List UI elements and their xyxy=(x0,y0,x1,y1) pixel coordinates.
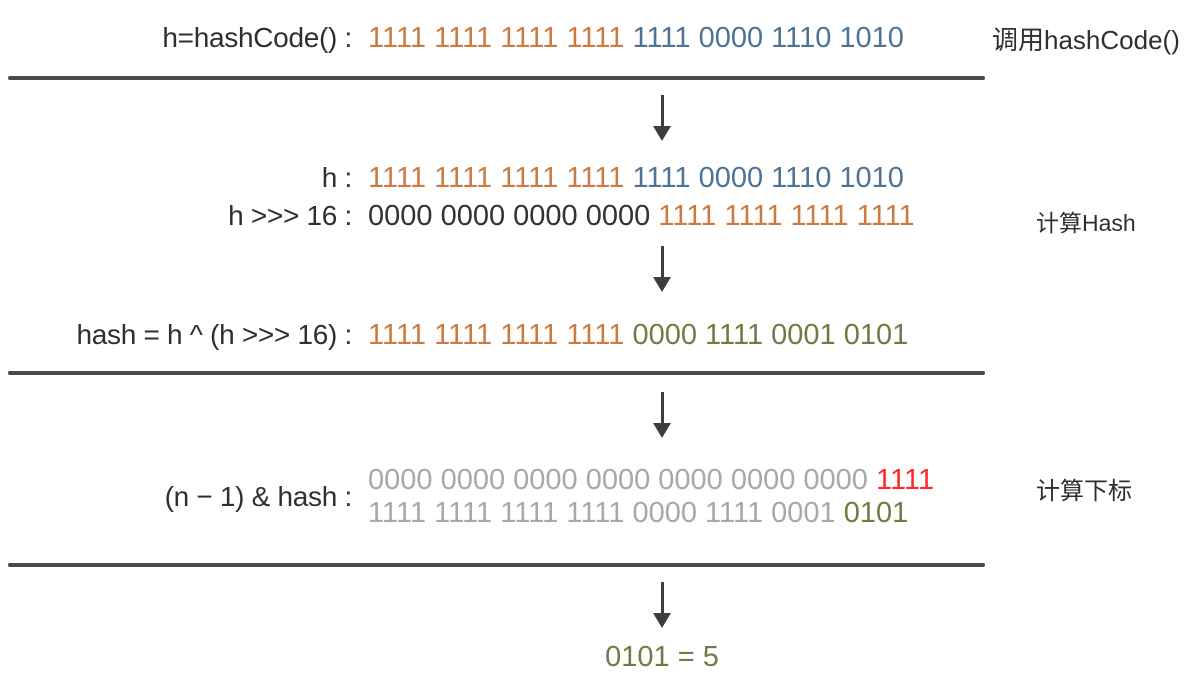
binary-segment: 1111 1111 1111 1111 xyxy=(650,200,915,232)
arrow-head xyxy=(653,277,671,292)
arrow-head xyxy=(653,423,671,438)
annotation-call-hashcode: 调用hashCode() xyxy=(992,25,1180,55)
binary-segment: 1111 xyxy=(867,464,935,496)
step3-binary: 1111 1111 1111 1111 0000 1111 0001 0101 xyxy=(368,317,908,353)
down-arrow-icon xyxy=(652,95,672,141)
divider-line xyxy=(8,563,985,567)
step1-binary: 1111 1111 1111 1111 1111 0000 1110 1010 xyxy=(368,20,904,56)
binary-segment: 1111 1111 1111 1111 0000 1111 0001 xyxy=(368,497,836,529)
step1-row: h=hashCode() : 1111 1111 1111 1111 1111 … xyxy=(0,20,904,56)
step4-row-hash: 1111 1111 1111 1111 0000 1111 0001 0101 xyxy=(0,495,908,531)
step4-label: (n − 1) & hash : xyxy=(164,480,353,512)
arrow-head xyxy=(653,126,671,141)
step4-row-n: 0000 0000 0000 0000 0000 0000 0000 1111 xyxy=(0,462,934,498)
arrow-stem xyxy=(660,392,664,423)
arrow-stem xyxy=(660,582,664,613)
arrow-stem xyxy=(660,246,664,277)
result-text: 0101 = 5 xyxy=(605,641,719,673)
binary-segment: 0000 0000 0000 0000 xyxy=(368,200,651,232)
step4-hash-binary: 1111 1111 1111 1111 0000 1111 0001 0101 xyxy=(368,495,908,531)
binary-segment: 0101 xyxy=(835,497,909,529)
step1-label: h=hashCode() : xyxy=(162,22,352,53)
annotation-compute-index: 计算下标 xyxy=(1036,478,1132,505)
binary-segment: 1111 0000 1110 1010 xyxy=(624,22,904,54)
down-arrow-icon xyxy=(652,392,672,438)
annotation-compute-hash: 计算Hash xyxy=(1036,210,1136,236)
arrow-stem xyxy=(660,95,664,126)
binary-segment: 1111 1111 1111 1111 xyxy=(368,22,625,54)
binary-segment: 1111 0000 1110 1010 xyxy=(624,162,904,194)
step2-shift-label: h >>> 16 : xyxy=(228,200,352,231)
binary-segment: 0000 1111 0001 0101 xyxy=(624,319,909,351)
divider-line xyxy=(8,371,985,375)
step4-n-binary: 0000 0000 0000 0000 0000 0000 0000 1111 xyxy=(368,462,934,498)
binary-segment: 1111 1111 1111 1111 xyxy=(368,319,625,351)
step2-h-label: h : xyxy=(321,162,353,193)
step2-row-h: h : 1111 1111 1111 1111 1111 0000 1110 1… xyxy=(0,160,904,196)
step3-row: hash = h ^ (h >>> 16) : 1111 1111 1111 1… xyxy=(0,317,908,353)
step2-row-shift: h >>> 16 : 0000 0000 0000 0000 1111 1111… xyxy=(0,198,915,234)
step2-shift-binary: 0000 0000 0000 0000 1111 1111 1111 1111 xyxy=(368,198,915,234)
step4-label-wrap: (n − 1) & hash : xyxy=(0,462,353,531)
divider-line xyxy=(8,76,985,80)
down-arrow-icon xyxy=(652,246,672,292)
arrow-head xyxy=(653,613,671,628)
step3-label: hash = h ^ (h >>> 16) : xyxy=(76,319,352,350)
binary-segment: 0000 0000 0000 0000 0000 0000 0000 xyxy=(368,464,868,496)
binary-segment: 1111 1111 1111 1111 xyxy=(368,162,625,194)
step2-h-binary: 1111 1111 1111 1111 1111 0000 1110 1010 xyxy=(368,160,904,196)
down-arrow-icon xyxy=(652,582,672,628)
